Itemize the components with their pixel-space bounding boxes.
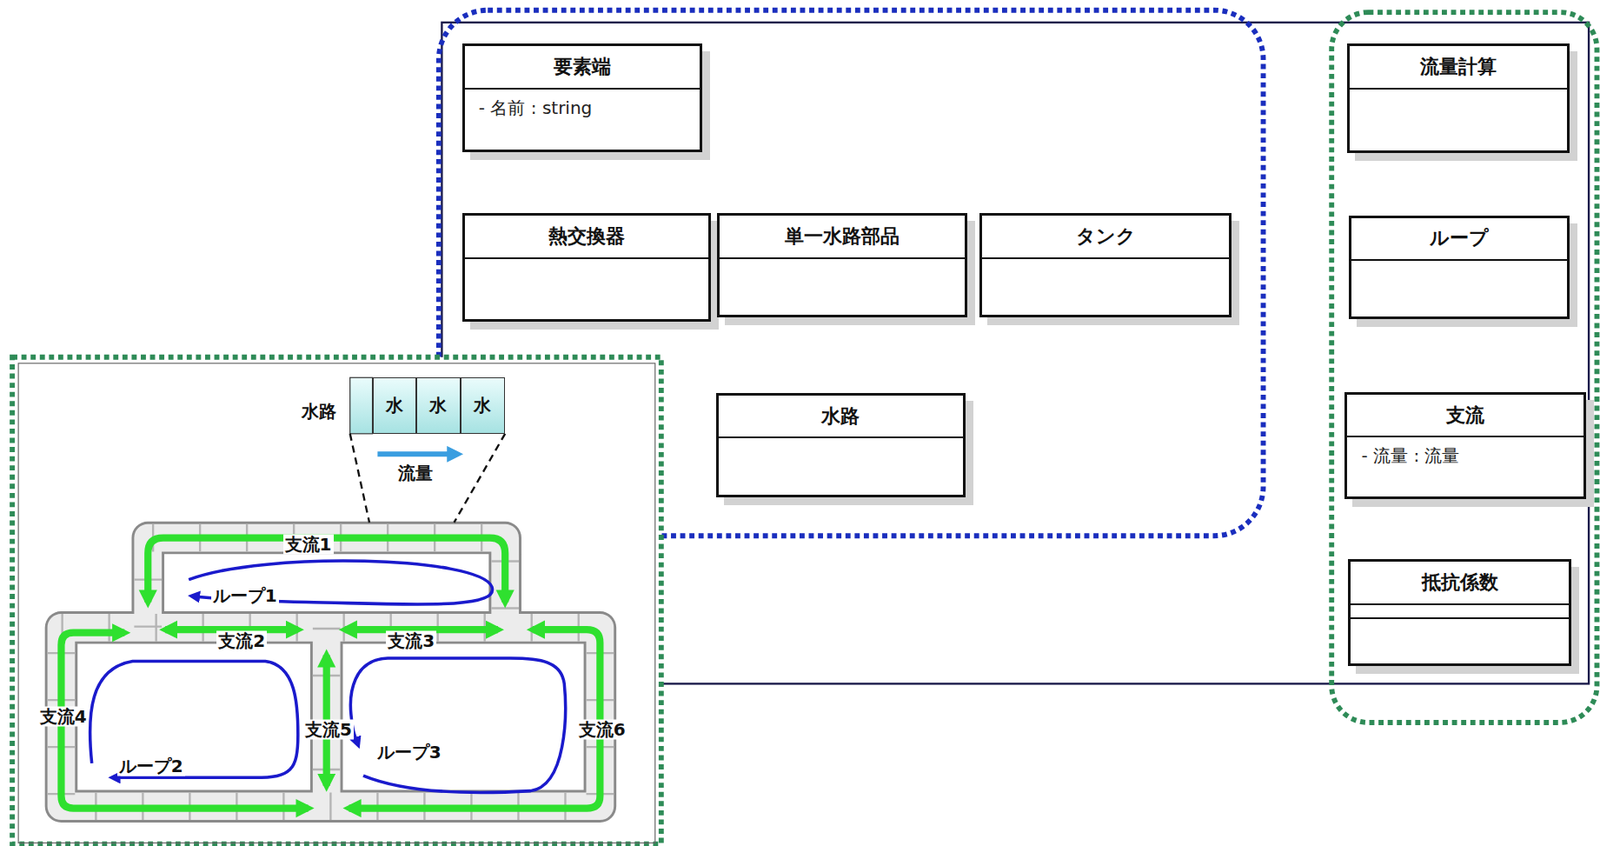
- water-cell: 水: [372, 377, 417, 434]
- illustration-panel: [12, 357, 662, 844]
- figure-label: 支流3: [385, 630, 437, 651]
- pipes: [60, 537, 600, 807]
- class-box: 抵抗係数: [1347, 558, 1572, 665]
- attribute-text: - 名前 : string: [464, 89, 700, 127]
- attribute-compartment: [1350, 604, 1569, 619]
- cell-text: 水: [385, 393, 404, 418]
- class-box: 要素端 - 名前 : string: [462, 43, 703, 152]
- panel-inner: [18, 363, 656, 844]
- class-name-compartment: 熱交換器: [464, 215, 709, 259]
- figure-label: 支流5: [303, 719, 354, 740]
- cell-text: 水: [473, 393, 492, 418]
- class-name-compartment: 支流: [1347, 394, 1584, 438]
- class-box: タンク: [979, 212, 1232, 318]
- class-name: 支流: [1446, 402, 1485, 429]
- class-box: 支流 - 流量 : 流量: [1344, 391, 1587, 499]
- figure-label: 水路: [299, 401, 339, 422]
- class-name-compartment: 水路: [718, 395, 963, 439]
- figure-label: ループ1: [211, 584, 279, 605]
- water-channel: [350, 377, 505, 523]
- class-box: 水路: [716, 392, 965, 498]
- loop-curves: [90, 560, 566, 792]
- class-box: 単一水路部品: [717, 212, 968, 318]
- class-name: 抵抗係数: [1421, 569, 1499, 596]
- class-box: 流量計算: [1347, 43, 1570, 153]
- class-name: 熱交換器: [548, 223, 625, 250]
- figure-label: 支流6: [577, 719, 628, 740]
- figure-label: ループ3: [375, 742, 444, 763]
- water-cell: 水: [460, 377, 506, 434]
- water-cell: 水: [416, 377, 460, 434]
- figure-label: ループ2: [117, 755, 186, 776]
- class-name: 水路: [821, 403, 860, 430]
- cell-text: 水: [429, 393, 447, 418]
- class-name-compartment: ループ: [1351, 218, 1567, 261]
- flow-arrows: [60, 537, 600, 809]
- class-box: ループ: [1348, 215, 1570, 320]
- class-name: ループ: [1429, 225, 1489, 252]
- attribute-text: - 流量 : 流量: [1347, 437, 1584, 475]
- class-name-compartment: 流量計算: [1349, 46, 1567, 89]
- green-group: [1331, 12, 1597, 723]
- class-name: 流量計算: [1420, 53, 1497, 80]
- class-name-compartment: 抵抗係数: [1350, 561, 1569, 605]
- figure-label: 支流4: [38, 706, 89, 727]
- class-name-compartment: 単一水路部品: [719, 215, 965, 259]
- figure-label: 流量: [396, 462, 435, 483]
- class-name: 単一水路部品: [784, 223, 900, 250]
- class-name-compartment: 要素端: [464, 46, 700, 89]
- class-name: 要素端: [553, 53, 611, 80]
- class-name-compartment: タンク: [982, 215, 1229, 259]
- figure-label: 支流2: [216, 630, 267, 651]
- class-box: 熱交換器: [462, 212, 711, 321]
- class-name: タンク: [1075, 223, 1136, 250]
- figure-label: 支流1: [283, 533, 334, 554]
